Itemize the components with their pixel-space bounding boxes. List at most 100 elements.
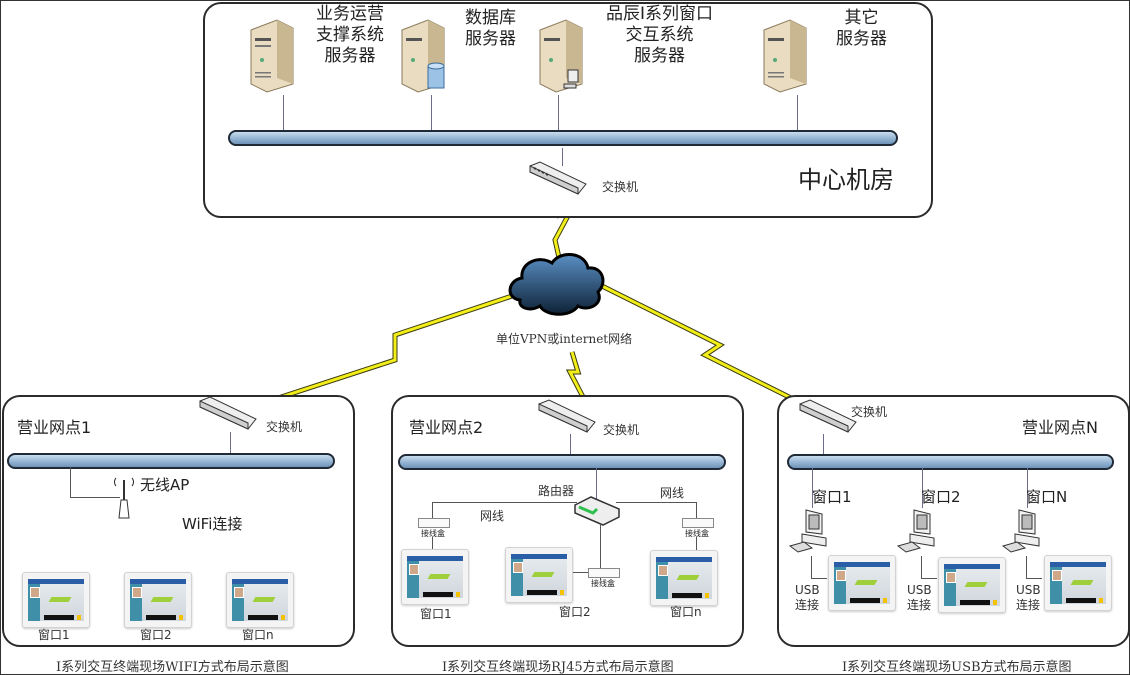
branch-1-caption: I系列交互终端现场WIFI方式布局示意图	[56, 660, 289, 675]
wifi-label: WiFi连接	[182, 515, 243, 533]
jack-label: 接线盒	[685, 529, 709, 538]
link-line	[797, 95, 798, 130]
terminal-tablet	[1044, 555, 1112, 611]
usb-label: USB 连接	[795, 583, 820, 613]
pc-label: 窗口2	[921, 488, 961, 506]
terminal-tablet	[828, 555, 896, 611]
link-line	[922, 468, 923, 508]
link-line	[812, 468, 813, 508]
router-icon	[574, 496, 620, 526]
server-label: 业务运营 支撑系统 服务器	[316, 4, 384, 67]
wall-jack-icon	[588, 568, 620, 578]
terminal-label: 窗口n	[242, 628, 274, 642]
link-line	[596, 468, 597, 500]
link-line	[70, 497, 120, 498]
cloud-icon	[508, 253, 605, 316]
desktop-pc-icon	[896, 509, 935, 553]
central-room-title: 中心机房	[798, 166, 894, 194]
terminal-label: 窗口1	[420, 607, 452, 621]
branch-1-title: 营业网点1	[17, 418, 92, 437]
link-line	[431, 95, 432, 130]
terminal-tablet	[226, 572, 294, 628]
link-line	[230, 432, 231, 454]
wireless-ap-label: 无线AP	[140, 476, 190, 494]
usb-label-line: 连接	[1016, 598, 1041, 612]
server-icon	[250, 19, 294, 93]
usb-label-line: 连接	[795, 598, 820, 612]
wall-jack-icon	[682, 518, 714, 528]
link-line	[432, 502, 577, 503]
branch-2-backbone	[398, 454, 726, 470]
pc-label: 窗口N	[1026, 488, 1068, 506]
terminal-tablet	[22, 572, 90, 628]
wireless-ap-icon	[114, 477, 134, 519]
link-line	[432, 502, 433, 520]
database-server-label: 数据库 服务器	[465, 8, 516, 50]
branch-n-switch-label: 交换机	[851, 405, 888, 419]
switch-icon	[538, 399, 596, 433]
link-line	[696, 502, 697, 520]
interaction-server-label: 品辰I系列窗口 交互系统 服务器	[606, 4, 713, 67]
link-line	[600, 525, 601, 580]
link-line	[823, 434, 824, 454]
usb-label-line: USB	[795, 583, 820, 597]
link-line	[562, 148, 563, 166]
router-label: 路由器	[538, 484, 575, 498]
switch-icon	[199, 396, 257, 430]
cable-label: 网线	[660, 486, 685, 500]
usb-cable	[921, 578, 937, 579]
usb-cable	[1026, 578, 1042, 579]
jack-label: 接线盒	[421, 529, 445, 538]
server-label-line: 支撑系统	[316, 25, 384, 45]
wall-jack-icon	[418, 518, 450, 528]
switch-icon	[799, 399, 857, 433]
link-line	[558, 95, 559, 130]
link-line	[696, 537, 697, 551]
branch-n-backbone	[787, 454, 1114, 470]
usb-label-line: 连接	[907, 598, 932, 612]
link-line	[432, 537, 433, 549]
terminal-label: 窗口n	[670, 605, 702, 619]
usb-label: USB 连接	[1016, 583, 1041, 613]
terminal-label: 窗口1	[38, 628, 70, 642]
link-line	[570, 434, 571, 454]
terminal-tablet	[401, 549, 469, 605]
terminal-tablet	[938, 557, 1006, 613]
other-server-label: 其它 服务器	[836, 8, 887, 50]
central-backbone	[228, 130, 898, 146]
desktop-pc-icon	[1001, 509, 1040, 553]
link-line	[283, 95, 284, 130]
usb-label-line: USB	[1016, 583, 1041, 597]
usb-cable	[811, 578, 827, 579]
server-label-line: 交互系统	[625, 25, 694, 45]
branch-2-caption: I系列交互终端现场RJ45方式布局示意图	[442, 660, 674, 675]
branch-2-switch-label: 交换机	[603, 423, 640, 437]
link-line	[70, 467, 71, 497]
network-label: 单位VPN或internet网络	[496, 332, 633, 346]
terminal-label: 窗口2	[559, 605, 591, 619]
server-icon	[763, 19, 807, 93]
desktop-pc-icon	[788, 509, 827, 553]
workstation-server-icon	[539, 19, 583, 93]
server-label-line: 业务运营	[316, 4, 384, 24]
server-label-line: 服务器	[836, 29, 887, 49]
switch-icon	[529, 161, 587, 195]
server-label-line: 服务器	[634, 46, 685, 66]
usb-cable	[1026, 556, 1027, 578]
usb-cable	[811, 556, 812, 578]
server-label-line: 品辰I系列窗口	[606, 4, 714, 24]
branch-1-backbone	[7, 453, 335, 469]
usb-label: USB 连接	[907, 583, 932, 613]
database-server-icon	[401, 19, 445, 93]
branch-2-title: 营业网点2	[409, 418, 484, 437]
server-label-line: 其它	[844, 8, 879, 28]
link-line	[1027, 468, 1028, 508]
central-switch-label: 交换机	[602, 180, 639, 194]
pc-label: 窗口1	[812, 488, 852, 506]
cable-label: 网线	[480, 509, 505, 523]
server-label-line: 数据库	[465, 8, 516, 28]
branch-n-title: 营业网点N	[1022, 418, 1098, 437]
usb-cable	[921, 556, 922, 578]
terminal-tablet	[124, 572, 192, 628]
link-line	[573, 572, 588, 573]
